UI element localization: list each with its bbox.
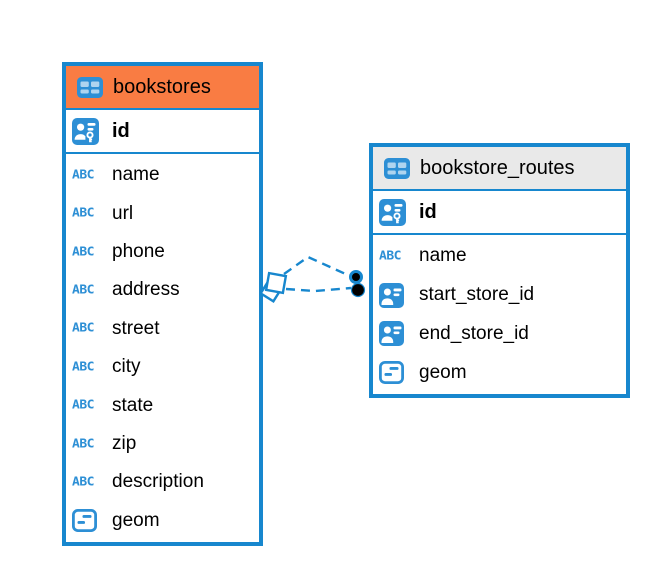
columns-section: ABC name ABC url ABC phone ABC address A… (66, 154, 259, 542)
column-label: geom (419, 361, 467, 383)
entity-table-bookstores[interactable]: bookstores id ABC name ABC url ABC phone… (62, 62, 263, 546)
column-row[interactable]: ABC address (66, 271, 259, 309)
column-label: start_store_id (419, 284, 535, 306)
table-title: bookstore_routes (420, 156, 575, 179)
many-side-diamond-marker[interactable] (264, 271, 288, 295)
object-type-icon (72, 509, 104, 533)
column-row[interactable]: ABC city (66, 348, 259, 386)
column-row[interactable]: ABC name (373, 237, 626, 276)
one-side-circle-marker[interactable] (350, 282, 366, 298)
one-side-circle-marker[interactable] (349, 270, 363, 284)
primary-key-label: id (112, 119, 130, 142)
column-label: state (112, 394, 154, 416)
text-type-icon: ABC (72, 321, 94, 336)
column-row[interactable]: end_store_id (373, 315, 626, 354)
table-icon (384, 157, 410, 179)
table-icon (77, 76, 103, 98)
text-type-icon: ABC (72, 168, 94, 183)
table-header[interactable]: bookstore_routes (373, 147, 626, 191)
text-type-icon: ABC (72, 245, 94, 259)
relationship-line[interactable] (285, 286, 352, 293)
column-row[interactable]: geom (66, 502, 259, 540)
column-label: name (112, 164, 160, 186)
foreign-key-icon (379, 321, 411, 347)
primary-key-label: id (419, 200, 437, 223)
text-type-icon: ABC (72, 206, 94, 221)
columns-section: ABC name start_store_id end_store_id geo… (373, 235, 626, 394)
column-row[interactable]: ABC url (66, 194, 259, 232)
primary-key-icon (72, 117, 104, 145)
column-label: zip (112, 433, 137, 455)
column-row[interactable]: ABC street (66, 310, 259, 348)
column-label: city (112, 356, 141, 378)
object-type-icon (379, 361, 411, 385)
text-type-icon: ABC (379, 249, 401, 264)
column-label: name (419, 245, 467, 267)
primary-key-icon (379, 198, 411, 226)
primary-key-row[interactable]: id (66, 110, 259, 154)
column-label: url (112, 202, 134, 224)
text-type-icon: ABC (72, 475, 94, 490)
column-label: address (112, 279, 180, 301)
column-row[interactable]: geom (373, 353, 626, 392)
primary-key-row[interactable]: id (373, 191, 626, 235)
column-row[interactable]: ABC name (66, 156, 259, 194)
text-type-icon: ABC (72, 360, 94, 375)
entity-table-bookstore-routes[interactable]: bookstore_routes id ABC name start_store… (369, 143, 630, 398)
table-title: bookstores (113, 75, 211, 98)
relationship-line[interactable] (283, 255, 351, 278)
text-type-icon: ABC (72, 437, 94, 451)
column-row[interactable]: start_store_id (373, 276, 626, 315)
column-row[interactable]: ABC description (66, 463, 259, 501)
column-row[interactable]: ABC phone (66, 233, 259, 271)
foreign-key-icon (379, 282, 411, 308)
column-label: geom (112, 509, 160, 531)
column-row[interactable]: ABC state (66, 386, 259, 424)
column-label: phone (112, 241, 165, 263)
many-side-diamond-marker[interactable] (259, 279, 283, 303)
table-header[interactable]: bookstores (66, 66, 259, 110)
column-label: end_store_id (419, 322, 529, 344)
text-type-icon: ABC (72, 283, 94, 298)
column-label: description (112, 471, 204, 493)
column-row[interactable]: ABC zip (66, 425, 259, 463)
text-type-icon: ABC (72, 398, 94, 413)
column-label: street (112, 317, 160, 339)
